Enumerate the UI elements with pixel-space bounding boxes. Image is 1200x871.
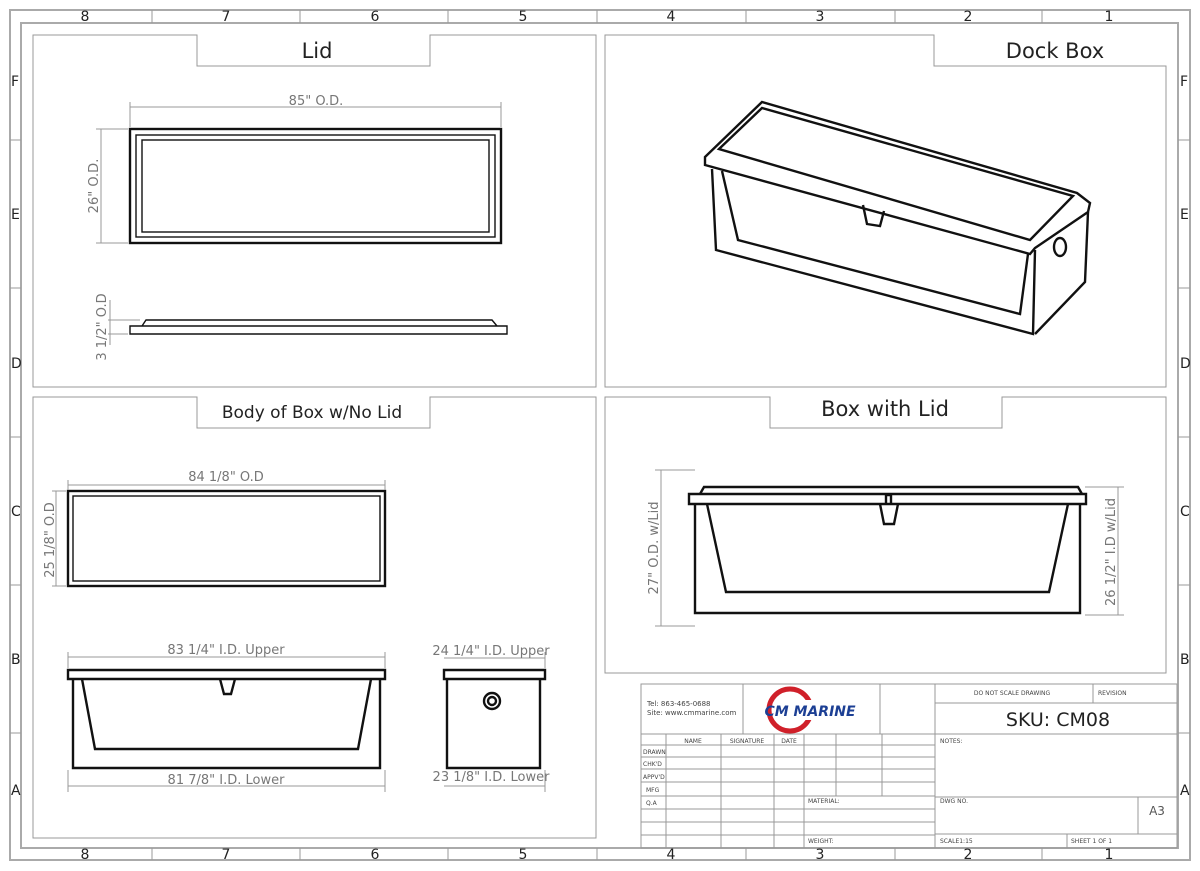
zone-row: D [11,356,22,372]
sku: SKU: CM08 [1006,709,1110,731]
logo-text: CM MARINE [764,704,856,720]
dimension-height: 3 1/2" O.D [95,293,110,360]
zone-row: E [1180,207,1189,223]
zone-row: F [11,74,19,90]
dock-box-view: Dock Box [604,34,1167,388]
zone-labels-left: F E D C B A [11,74,22,799]
notes-label: NOTES: [940,738,963,745]
zone-row: A [11,783,21,799]
dimension-side-lower: 23 1/8" I.D. Lower [433,770,551,785]
sheet-number: SHEET 1 OF 1 [1071,838,1112,845]
dimension-depth: 25 1/8" O.D [43,502,58,578]
sheet-size: A3 [1149,804,1165,818]
lid-view: Lid 85" O.D. 26" O.D. 3 1/2" O.D [32,34,597,388]
zone-col: 3 [816,9,825,25]
zone-row: D [1180,356,1191,372]
dimension-width: 85" O.D. [289,94,344,109]
zone-labels-right: F E D C B A [1180,74,1191,799]
zone-col: 5 [519,9,528,25]
body-side-view [442,668,547,770]
zone-row: A [1180,783,1190,799]
row-mfg: MFG [646,787,660,794]
header-name: NAME [684,738,702,745]
row-checked: CHK'D [643,761,662,768]
zone-col: 6 [371,9,380,25]
view-title: Box with Lid [821,397,949,421]
material-label: MATERIAL: [808,798,840,805]
row-drawn: DRAWN [643,749,666,756]
zone-col: 3 [816,847,825,863]
zone-row: C [1180,504,1190,520]
header-signature: SIGNATURE [730,738,765,745]
zone-col: 6 [371,847,380,863]
outer-border [9,9,1191,861]
row-approved: APPV'D [643,774,665,781]
zone-col: 2 [964,847,973,863]
dimension-id-with-lid: 26 1/2" I.D w/Lid [1104,498,1119,606]
zone-col: 4 [667,9,676,25]
dimension-width: 84 1/8" O.D [188,470,264,485]
view-title: Dock Box [1006,39,1104,63]
zone-dividers [10,10,1190,860]
dimension-side-upper: 24 1/4" I.D. Upper [432,644,550,659]
scale: SCALE1:15 [940,838,973,845]
box-with-lid-view: Box with Lid 27" O.D. w/Lid 26 1/2" I.D … [604,396,1167,674]
zone-row: E [11,207,20,223]
zone-col: 7 [222,847,231,863]
zone-col: 1 [1105,9,1114,25]
zone-labels-top: 8 7 6 5 4 3 2 1 [81,9,1114,25]
zone-labels-bottom: 8 7 6 5 4 3 2 1 [81,847,1114,863]
site: Site: www.cmmarine.com [647,709,736,717]
header-date: DATE [781,738,797,745]
view-title: Lid [302,39,333,63]
box-front-with-lid [687,485,1088,615]
dimension-lower: 81 7/8" I.D. Lower [168,773,286,788]
zone-col: 4 [667,847,676,863]
do-not-scale: DO NOT SCALE DRAWING [974,690,1051,697]
zone-row: F [1180,74,1188,90]
tel: Tel: 863-465-0688 [646,700,711,708]
zone-col: 1 [1105,847,1114,863]
dock-box-isometric [703,100,1092,336]
zone-col: 7 [222,9,231,25]
zone-row: B [1180,652,1190,668]
dimension-upper: 83 1/4" I.D. Upper [167,643,285,658]
zone-row: C [11,504,21,520]
row-qa: Q.A [646,800,658,807]
cm-marine-logo: CM MARINE [764,686,856,734]
zone-col: 8 [81,847,90,863]
view-title: Body of Box w/No Lid [222,403,402,423]
zone-col: 8 [81,9,90,25]
inner-border [20,22,1179,849]
body-front-view [66,668,387,770]
zone-col: 5 [519,847,528,863]
body-view: Body of Box w/No Lid 84 1/8" O.D 25 1/8"… [32,396,597,839]
revision-label: REVISION [1098,690,1127,697]
zone-row: B [11,652,21,668]
weight-label: WEIGHT: [808,838,834,845]
dwg-no-label: DWG NO. [940,798,968,805]
title-block: Tel: 863-465-0688 Site: www.cmmarine.com… [640,683,1178,849]
zone-col: 2 [964,9,973,25]
dimension-depth: 26" O.D. [87,159,102,214]
dimension-od-with-lid: 27" O.D. w/Lid [647,502,662,595]
